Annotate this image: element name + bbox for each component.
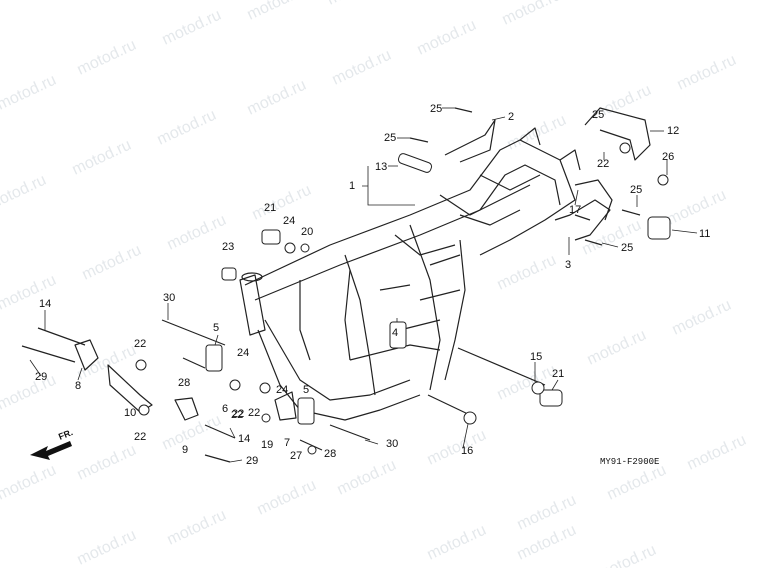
callout-22: 22 <box>232 408 244 420</box>
callout-5: 5 <box>213 322 219 334</box>
watermark-text: motod.ru <box>670 297 734 339</box>
watermark-text: motod.ru <box>0 172 49 214</box>
callout-29: 29 <box>246 455 258 467</box>
watermark-text: motod.ru <box>160 7 224 49</box>
callout-4: 4 <box>392 327 398 339</box>
small-parts <box>21 107 671 463</box>
watermark-text: motod.ru <box>255 477 319 519</box>
callout-2: 2 <box>508 111 514 123</box>
callout-19: 19 <box>261 439 273 451</box>
callout-22: 22 <box>134 338 146 350</box>
callout-27: 27 <box>290 450 302 462</box>
callout-29: 29 <box>35 371 47 383</box>
callout-14: 14 <box>238 433 250 445</box>
watermark-text: motod.ru <box>665 187 729 229</box>
callout-22: 22 <box>231 409 243 421</box>
callout-17: 17 <box>569 204 581 216</box>
watermark-text: motod.ru <box>155 107 219 149</box>
watermark-text: motod.ru <box>80 242 144 284</box>
callout-21: 21 <box>264 202 276 214</box>
watermark-text: motod.ru <box>75 442 139 484</box>
watermark-text: motod.ru <box>245 0 309 24</box>
watermark-text: motod.ru <box>580 217 644 259</box>
callout-23: 23 <box>222 241 234 253</box>
watermark-text: motod.ru <box>70 137 134 179</box>
frame-body <box>239 127 581 421</box>
callout-25: 25 <box>384 132 396 144</box>
watermark-text: motod.ru <box>605 462 669 504</box>
watermark-text: motod.ru <box>500 0 564 29</box>
watermark-text: motod.ru <box>335 457 399 499</box>
callout-21: 21 <box>552 368 564 380</box>
watermark-text: motod.ru <box>415 17 479 59</box>
callout-30: 30 <box>163 292 175 304</box>
watermark-text: motod.ru <box>75 527 139 568</box>
callout-3: 3 <box>565 259 571 271</box>
watermark-text: motod.ru <box>165 212 229 254</box>
watermark-text: motod.ru <box>75 37 139 79</box>
callout-25: 25 <box>621 242 633 254</box>
leader-lines <box>29 107 698 463</box>
callout-24: 24 <box>276 384 288 396</box>
callout-14: 14 <box>39 298 51 310</box>
callout-25: 25 <box>630 184 642 196</box>
watermark-text: motod.ru <box>595 542 659 568</box>
callout-6: 6 <box>222 403 228 415</box>
watermark-text: motod.ru <box>165 507 229 549</box>
callout-8: 8 <box>75 380 81 392</box>
callout-9: 9 <box>182 444 188 456</box>
watermark-text: motod.ru <box>585 327 649 369</box>
callout-13: 13 <box>375 161 387 173</box>
callout-15: 15 <box>530 351 542 363</box>
callout-16: 16 <box>461 445 473 457</box>
watermark-text: motod.ru <box>330 47 394 89</box>
callout-28: 28 <box>178 377 190 389</box>
watermark-text: motod.ru <box>425 427 489 469</box>
watermark-text: motod.ru <box>585 0 649 4</box>
callout-12: 12 <box>667 125 679 137</box>
callout-26: 26 <box>662 151 674 163</box>
callout-22: 22 <box>248 407 260 419</box>
watermark-text: motod.ru <box>425 522 489 564</box>
callout-5: 5 <box>303 384 309 396</box>
callout-7: 7 <box>284 437 290 449</box>
callout-28: 28 <box>324 448 336 460</box>
watermark-text: motod.ru <box>325 0 389 9</box>
watermark-text: motod.ru <box>75 342 139 384</box>
watermark-text: motod.ru <box>0 372 59 414</box>
watermark-text: motod.ru <box>245 77 309 119</box>
callout-22: 22 <box>597 158 609 170</box>
callout-30: 30 <box>386 438 398 450</box>
watermark-text: motod.ru <box>0 462 59 504</box>
callout-20: 20 <box>301 226 313 238</box>
callout-25: 25 <box>592 109 604 121</box>
front-direction-arrow: FR. <box>30 427 74 460</box>
watermark-text: motod.ru <box>675 52 739 94</box>
callout-10: 10 <box>124 407 136 419</box>
direction-label: FR. <box>57 427 74 442</box>
callout-22: 22 <box>134 431 146 443</box>
watermark-text: motod.ru <box>495 252 559 294</box>
watermark-text: motod.ru <box>250 182 314 224</box>
callout-1: 1 <box>349 180 355 192</box>
watermark-text: motod.ru <box>0 72 59 114</box>
diagram-code: MY91-F2900E <box>600 457 659 467</box>
callout-24: 24 <box>237 347 249 359</box>
callout-25: 25 <box>430 103 442 115</box>
callout-11: 11 <box>699 228 710 240</box>
watermark-text: motod.ru <box>685 432 749 474</box>
callout-24: 24 <box>283 215 295 227</box>
